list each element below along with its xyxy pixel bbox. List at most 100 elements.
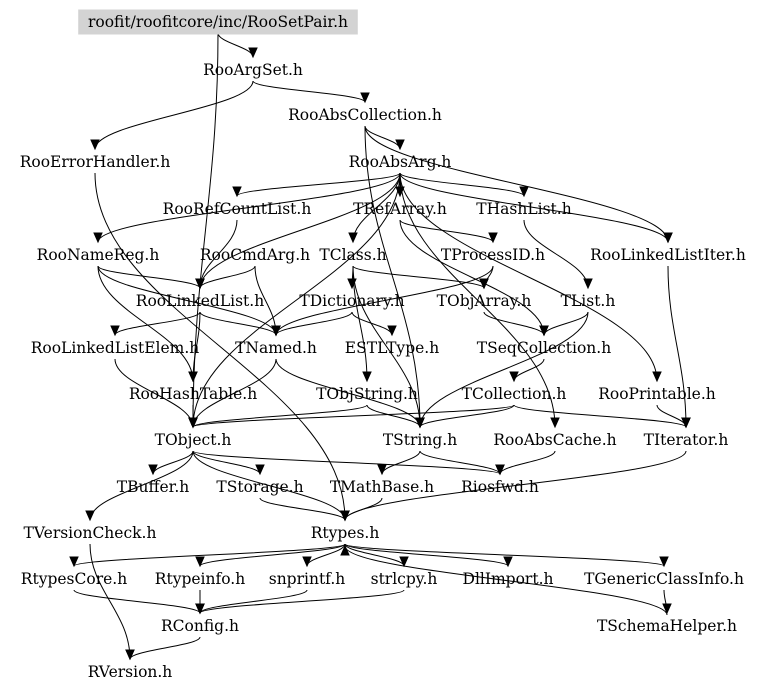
node-rtypes[interactable]: Rtypes.h xyxy=(308,521,381,545)
arrowhead-icon xyxy=(583,278,593,290)
node-rconfig[interactable]: RConfig.h xyxy=(159,614,240,638)
arrowhead-icon xyxy=(302,556,312,568)
node-tbuffer[interactable]: TBuffer.h xyxy=(112,475,193,499)
node-label: RVersion.h xyxy=(88,663,173,681)
node-dll-import[interactable]: DllImport.h xyxy=(460,567,557,591)
arrowhead-icon xyxy=(539,325,549,337)
node-tseq-collection[interactable]: TSeqCollection.h xyxy=(476,336,612,360)
node-tversion-check[interactable]: TVersionCheck.h xyxy=(24,521,157,545)
edge-roo-abs-arg-to-roo-name-reg xyxy=(97,172,401,243)
node-tobj-string[interactable]: TObjString.h xyxy=(315,382,420,406)
node-tclass[interactable]: TClass.h xyxy=(316,243,389,267)
node-label: TCollection.h xyxy=(462,385,567,403)
graph-edges xyxy=(69,32,691,661)
node-tmath-base[interactable]: TMathBase.h xyxy=(330,475,434,499)
edge-tmath-base-to-rtypes xyxy=(344,497,383,521)
node-tref-array[interactable]: TRefArray.h xyxy=(352,197,449,221)
node-tobj-array[interactable]: TObjArray.h xyxy=(436,289,533,313)
edge-snprintf-to-rconfig xyxy=(199,589,308,614)
node-tnamed[interactable]: TNamed.h xyxy=(235,336,317,360)
arrowhead-icon xyxy=(271,325,281,337)
node-label: TList.h xyxy=(561,292,616,310)
node-roo-linked-list-elem[interactable]: RooLinkedListElem.h xyxy=(31,336,200,360)
root-node[interactable]: roofit/roofitcore/inc/RooSetPair.h xyxy=(78,9,358,35)
edge-strlcpy-to-rconfig xyxy=(199,589,405,614)
edge-roo-abs-collection-to-roo-abs-arg xyxy=(364,125,401,150)
node-rversion[interactable]: RVersion.h xyxy=(86,660,175,684)
edge-tcollection-to-titerator xyxy=(513,404,687,428)
edge-roo-set-pair-to-tobject xyxy=(192,32,219,428)
node-tprocess-id[interactable]: TProcessID.h xyxy=(441,243,546,267)
node-tstorage[interactable]: TStorage.h xyxy=(216,475,305,499)
arrowhead-icon xyxy=(503,556,513,568)
edge-roo-abs-arg-to-thash-list xyxy=(399,172,525,197)
node-titerator[interactable]: TIterator.h xyxy=(638,428,735,452)
edge-roo-abs-collection-to-roo-linked-list-iter xyxy=(364,125,669,243)
arrowhead-icon xyxy=(415,417,425,429)
edge-tcollection-to-tstring xyxy=(419,404,515,428)
node-label: RooNameReg.h xyxy=(37,246,160,264)
edge-tstring-to-riosfwd xyxy=(419,450,501,475)
arrowhead-icon xyxy=(495,464,505,476)
node-riosfwd[interactable]: Riosfwd.h xyxy=(459,475,540,499)
arrowhead-icon xyxy=(340,510,350,522)
node-snprintf[interactable]: snprintf.h xyxy=(263,567,352,591)
node-tlist[interactable]: TList.h xyxy=(555,289,620,313)
node-label: TIterator.h xyxy=(644,431,729,449)
edge-tstring-to-tmath-base xyxy=(381,450,421,475)
node-tschema-helper[interactable]: TSchemaHelper.h xyxy=(597,614,737,638)
node-tdictionary[interactable]: TDictionary.h xyxy=(296,289,409,313)
node-label: RooHashTable.h xyxy=(129,385,257,403)
node-roo-abs-arg[interactable]: RooAbsArg.h xyxy=(349,150,452,174)
arrowhead-icon xyxy=(550,417,560,429)
node-roo-ref-count-list[interactable]: RooRefCountList.h xyxy=(163,197,312,221)
node-label: RooLinkedList.h xyxy=(136,292,264,310)
node-label: TBuffer.h xyxy=(117,478,190,496)
edge-rtypes-to-dll-import xyxy=(344,543,509,567)
root-node-box[interactable] xyxy=(78,9,358,35)
edge-tobject-to-rtypes xyxy=(192,450,346,521)
edge-roo-abs-arg-to-roo-printable xyxy=(399,172,658,382)
node-roo-name-reg[interactable]: RooNameReg.h xyxy=(37,243,160,267)
node-label: TMathBase.h xyxy=(330,478,434,496)
arrowhead-icon xyxy=(377,464,387,476)
node-thash-list[interactable]: THashList.h xyxy=(476,197,573,221)
node-tstring[interactable]: TString.h xyxy=(379,428,460,452)
node-label: RooPrintable.h xyxy=(598,385,716,403)
arrowhead-icon xyxy=(255,464,265,476)
edge-tdictionary-to-tnamed xyxy=(275,311,353,336)
node-label: Rtypes.h xyxy=(311,524,380,542)
node-tgeneric-class-info[interactable]: TGenericClassInfo.h xyxy=(584,567,744,591)
node-tcollection[interactable]: TCollection.h xyxy=(458,382,571,406)
edge-rtypes-to-tgeneric-class-info xyxy=(344,543,665,567)
node-roo-linked-list[interactable]: RooLinkedList.h xyxy=(136,289,265,313)
edge-roo-name-reg-to-roo-hash-table xyxy=(97,265,194,382)
node-roo-error-handler[interactable]: RooErrorHandler.h xyxy=(20,150,171,174)
node-roo-linked-list-iter[interactable]: RooLinkedListIter.h xyxy=(588,243,748,267)
node-tobject[interactable]: TObject.h xyxy=(152,428,233,452)
node-label: RooAbsCache.h xyxy=(493,431,616,449)
node-roo-printable[interactable]: RooPrintable.h xyxy=(597,382,718,406)
node-roo-abs-cache[interactable]: RooAbsCache.h xyxy=(493,428,616,452)
node-roo-hash-table[interactable]: RooHashTable.h xyxy=(129,382,257,406)
arrowhead-icon xyxy=(85,510,95,522)
node-label: TSeqCollection.h xyxy=(477,339,611,357)
node-roo-cmd-arg[interactable]: RooCmdArg.h xyxy=(200,243,310,267)
arrowhead-icon xyxy=(232,186,242,198)
edge-tobject-to-riosfwd xyxy=(192,450,501,475)
arrowhead-icon xyxy=(488,232,498,244)
node-roo-arg-set[interactable]: RooArgSet.h xyxy=(203,58,303,82)
arrowhead-icon xyxy=(663,232,673,244)
arrowhead-icon xyxy=(148,464,158,476)
node-rtypeinfo[interactable]: Rtypeinfo.h xyxy=(152,567,249,591)
edge-roo-abs-arg-to-roo-ref-count-list xyxy=(236,172,401,197)
node-strlcpy[interactable]: strlcpy.h xyxy=(363,567,444,591)
node-rtypes-core[interactable]: RtypesCore.h xyxy=(21,567,127,591)
node-roo-abs-collection[interactable]: RooAbsCollection.h xyxy=(288,103,442,127)
node-label: TGenericClassInfo.h xyxy=(584,570,744,588)
node-label: TObject.h xyxy=(155,431,232,449)
arrowhead-icon xyxy=(248,47,258,59)
arrowhead-icon xyxy=(362,371,372,383)
node-estltype[interactable]: ESTLType.h xyxy=(345,336,439,360)
edge-tref-array-to-tseq-collection xyxy=(399,219,545,336)
